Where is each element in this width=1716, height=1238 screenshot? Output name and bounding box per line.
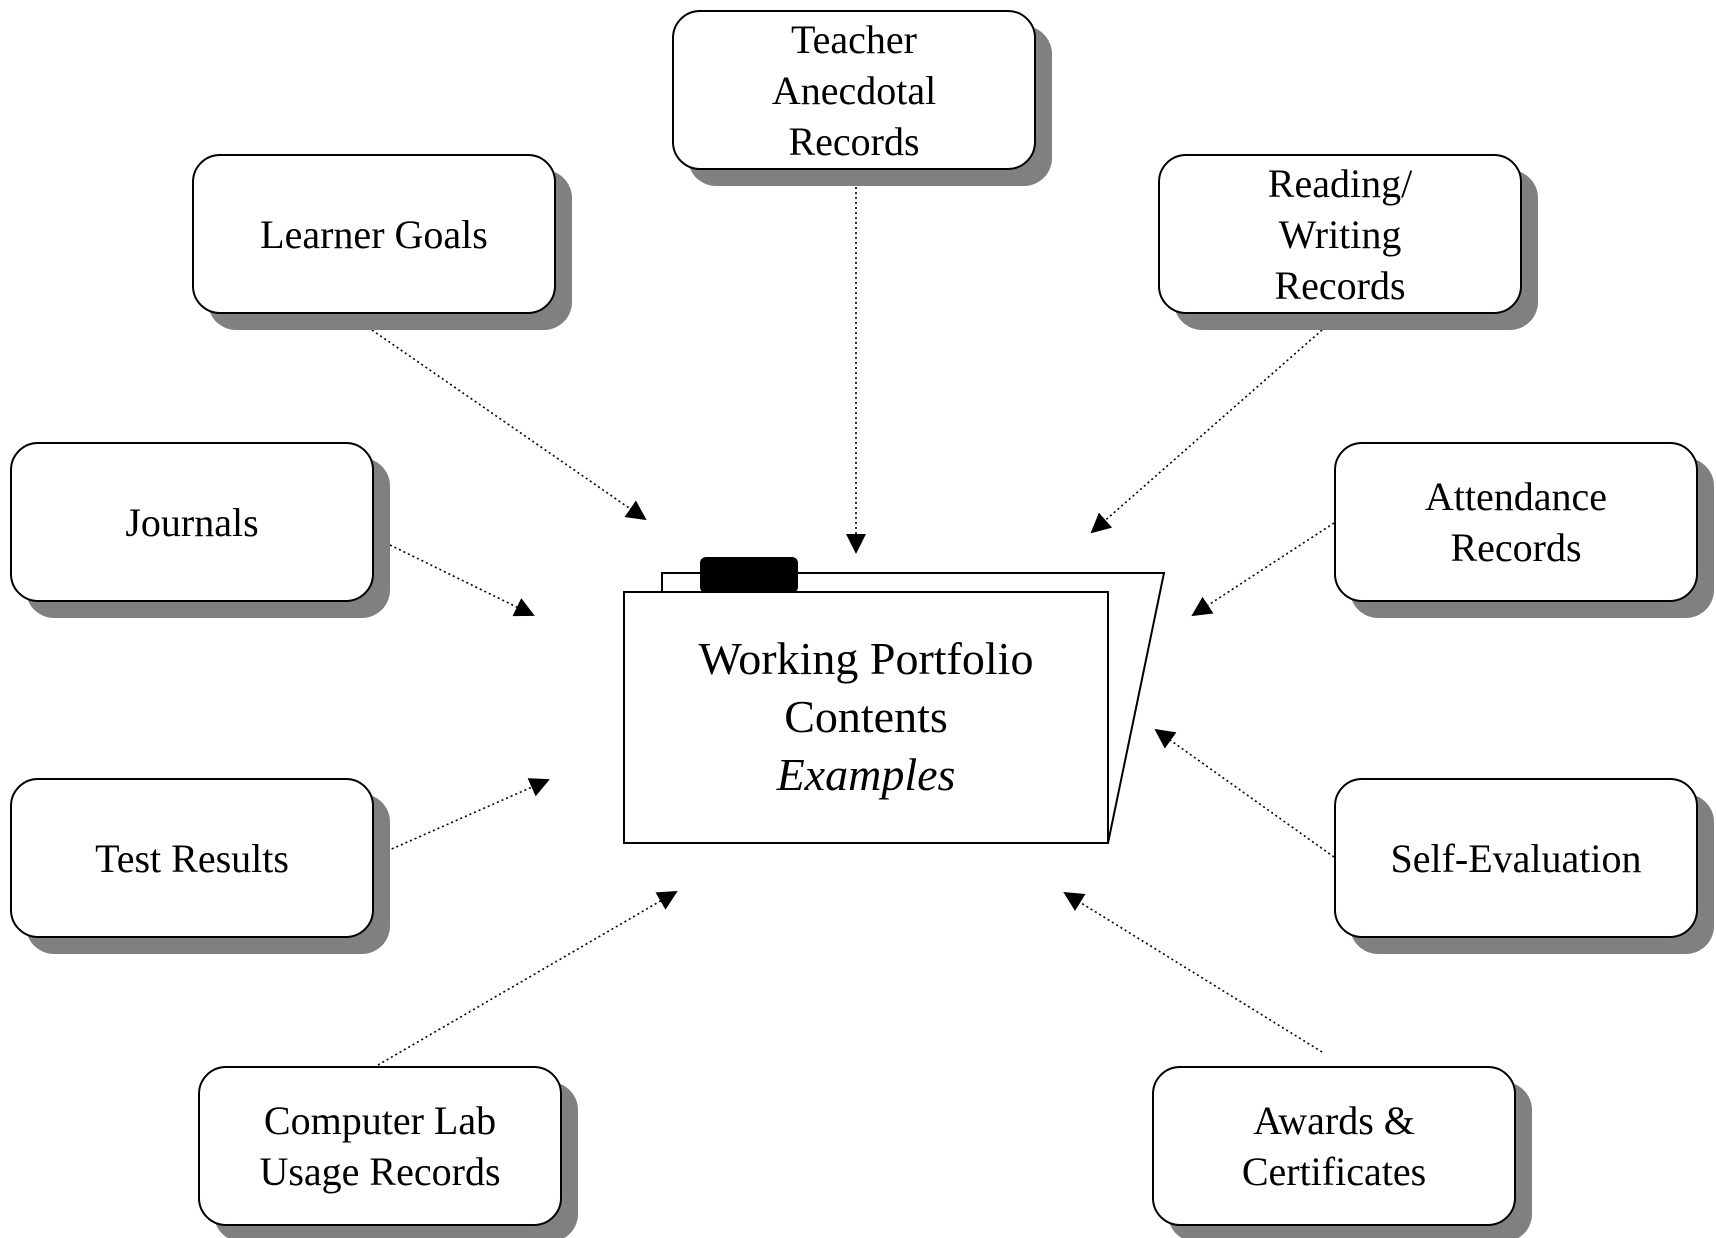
node-line: Teacher [791, 16, 917, 62]
folder-title-line-2: Contents [784, 691, 948, 742]
edge-computer-lab-usage-records [377, 890, 678, 1066]
folder-tab [700, 557, 798, 593]
folder-subtitle: Examples [776, 749, 956, 800]
node-line: Self-Evaluation [1390, 835, 1642, 881]
folder-title-line-1: Working Portfolio [698, 633, 1034, 684]
edge-learner-goals [371, 329, 647, 521]
edge-awards-certificates [1063, 891, 1323, 1053]
node-self-evaluation: Self-Evaluation [1334, 778, 1698, 938]
node-test-results: Test Results [10, 778, 374, 938]
node-computer-lab-usage-records: Computer Lab Usage Records [198, 1066, 562, 1226]
node-attendance-records: Attendance Records [1334, 442, 1698, 602]
node-line: Usage Records [259, 1149, 501, 1194]
node-line: Journals [125, 499, 259, 545]
node-line: Records [1450, 525, 1582, 570]
edge-journals [389, 544, 535, 617]
node-line: Records [788, 118, 920, 164]
edge-self-evaluation [1154, 728, 1335, 858]
node-line: Test Results [95, 835, 289, 881]
edge-attendance-records [1191, 522, 1335, 617]
node-line: Certificates [1241, 1149, 1427, 1194]
connectors [371, 172, 1335, 1066]
node-line: Records [1274, 262, 1406, 308]
node-line: Awards & [1253, 1098, 1415, 1143]
node-reading-writing-records: Reading/ Writing Records [1158, 154, 1522, 314]
node-line: Anecdotal [771, 67, 937, 113]
edge-test-results [377, 778, 550, 856]
folder-front-panel [623, 591, 1109, 844]
node-line: Reading/ [1267, 160, 1413, 206]
node-awards-certificates: Awards & Certificates [1152, 1066, 1516, 1226]
folder-icon [623, 557, 1166, 844]
node-line: Computer Lab [263, 1098, 497, 1143]
folder-label: Working Portfolio Contents Examples [624, 630, 1108, 804]
node-journals: Journals [10, 442, 374, 602]
node-teacher-anecdotal-records: Teacher Anecdotal Records [672, 10, 1036, 170]
node-learner-goals: Learner Goals [192, 154, 556, 314]
edge-reading-writing-records [1090, 329, 1323, 534]
node-line: Attendance [1424, 474, 1608, 519]
node-line: Writing [1278, 211, 1402, 257]
node-line: Learner Goals [260, 211, 488, 257]
